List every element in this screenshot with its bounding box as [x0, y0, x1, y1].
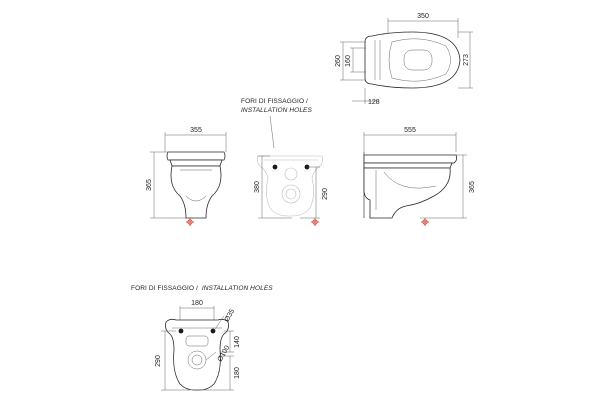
installation-holes-bottom-label: FORI DI FISSAGGIO / INSTALLATION HOLES	[131, 285, 273, 292]
front-height-dim: 365	[146, 179, 153, 191]
bracket-bolt-right-icon	[210, 328, 216, 334]
installation-holes-label-it: FORI DI FISSAGGIO /	[241, 98, 308, 105]
floor-marker-icon	[421, 218, 429, 226]
rear-height-dim: 380	[254, 181, 261, 193]
bowl-plan-outline	[364, 31, 461, 89]
top-width-dim: 350	[417, 13, 429, 20]
bracket-view: 180 Ø35 140 Ø100 180 290	[155, 300, 241, 391]
front-bowl-outline	[170, 165, 222, 219]
bracket-vertical-140-dim: 140	[234, 336, 241, 348]
rear-view: 380 290	[254, 155, 329, 226]
side-height-dim: 365	[469, 181, 476, 193]
side-length-dim: 555	[404, 127, 416, 134]
bracket-bolt-left-icon	[178, 328, 184, 334]
top-offset-dim: 128	[368, 99, 380, 106]
side-view: 555 365	[363, 127, 476, 226]
top-depth-b-dim: 160	[345, 55, 352, 67]
bolt-hole-left-icon	[272, 164, 278, 170]
floor-marker-icon	[186, 218, 194, 226]
bracket-outline	[165, 318, 229, 391]
front-width-dim: 355	[190, 127, 202, 134]
floor-marker-icon	[311, 218, 319, 226]
side-bowl-outline	[363, 167, 451, 219]
bracket-height-dim: 290	[155, 355, 162, 367]
rear-hole-height-dim: 290	[322, 188, 329, 200]
front-view: 355 365	[146, 127, 227, 226]
installation-holes-label-en: INSTALLATION HOLES	[241, 107, 312, 114]
top-view: 350 260 160 273 128	[335, 13, 473, 106]
bracket-hole-spacing-dim: 180	[191, 300, 203, 307]
top-depth-outer-dim: 273	[463, 54, 470, 66]
top-depth-a-dim: 260	[335, 55, 342, 67]
bracket-bolt-diameter-dim: Ø35	[224, 308, 237, 323]
bracket-bottom-180-dim: 180	[234, 367, 241, 379]
